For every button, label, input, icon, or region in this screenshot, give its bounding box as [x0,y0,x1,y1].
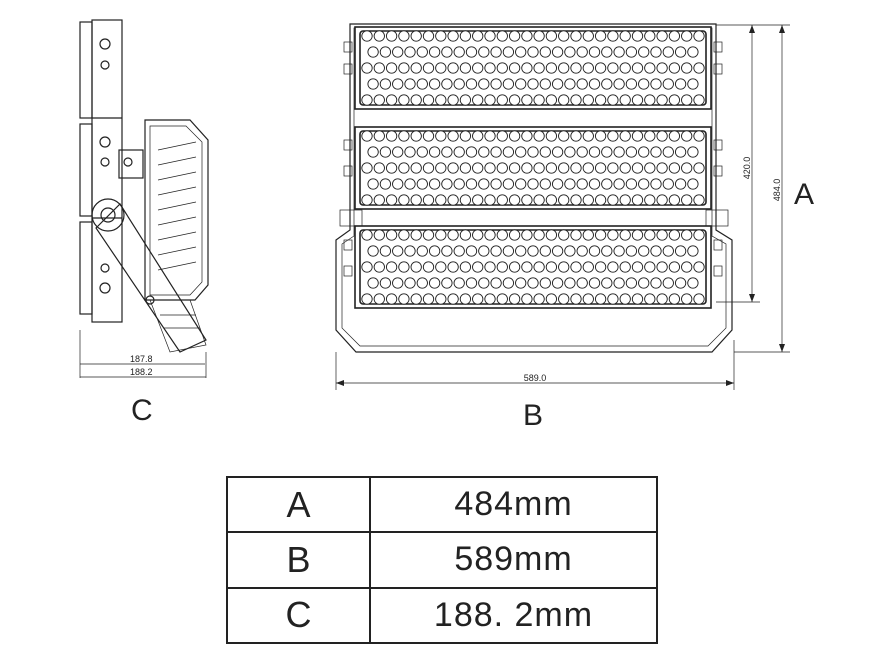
spec-value: 188. 2mm [369,586,658,645]
mounting-bracket-icon [91,198,207,353]
front-height-label: A [794,178,814,211]
side-clips [339,41,729,277]
screw-icon [99,38,111,294]
spec-value: 484mm [369,475,658,534]
side-dim-outer: 188.2 [130,367,153,377]
spec-key: A [226,475,371,534]
heatsink-fins [157,141,197,271]
side-view: 187.8 188.2 C [79,19,209,427]
led-module-icon [354,26,712,309]
front-width-label: B [523,399,543,432]
side-dim-inner: 187.8 [130,354,153,364]
spec-value: 589mm [369,531,658,589]
spec-key: B [226,531,371,589]
front-dim-width: 589.0 [524,373,547,383]
side-view-label: C [131,394,153,427]
front-dim-inner-height: 420.0 [742,157,752,180]
front-view: 420.0 484.0 A 589.0 B [335,23,814,432]
front-dim-height: 484.0 [772,179,782,202]
spec-key: C [226,586,371,645]
